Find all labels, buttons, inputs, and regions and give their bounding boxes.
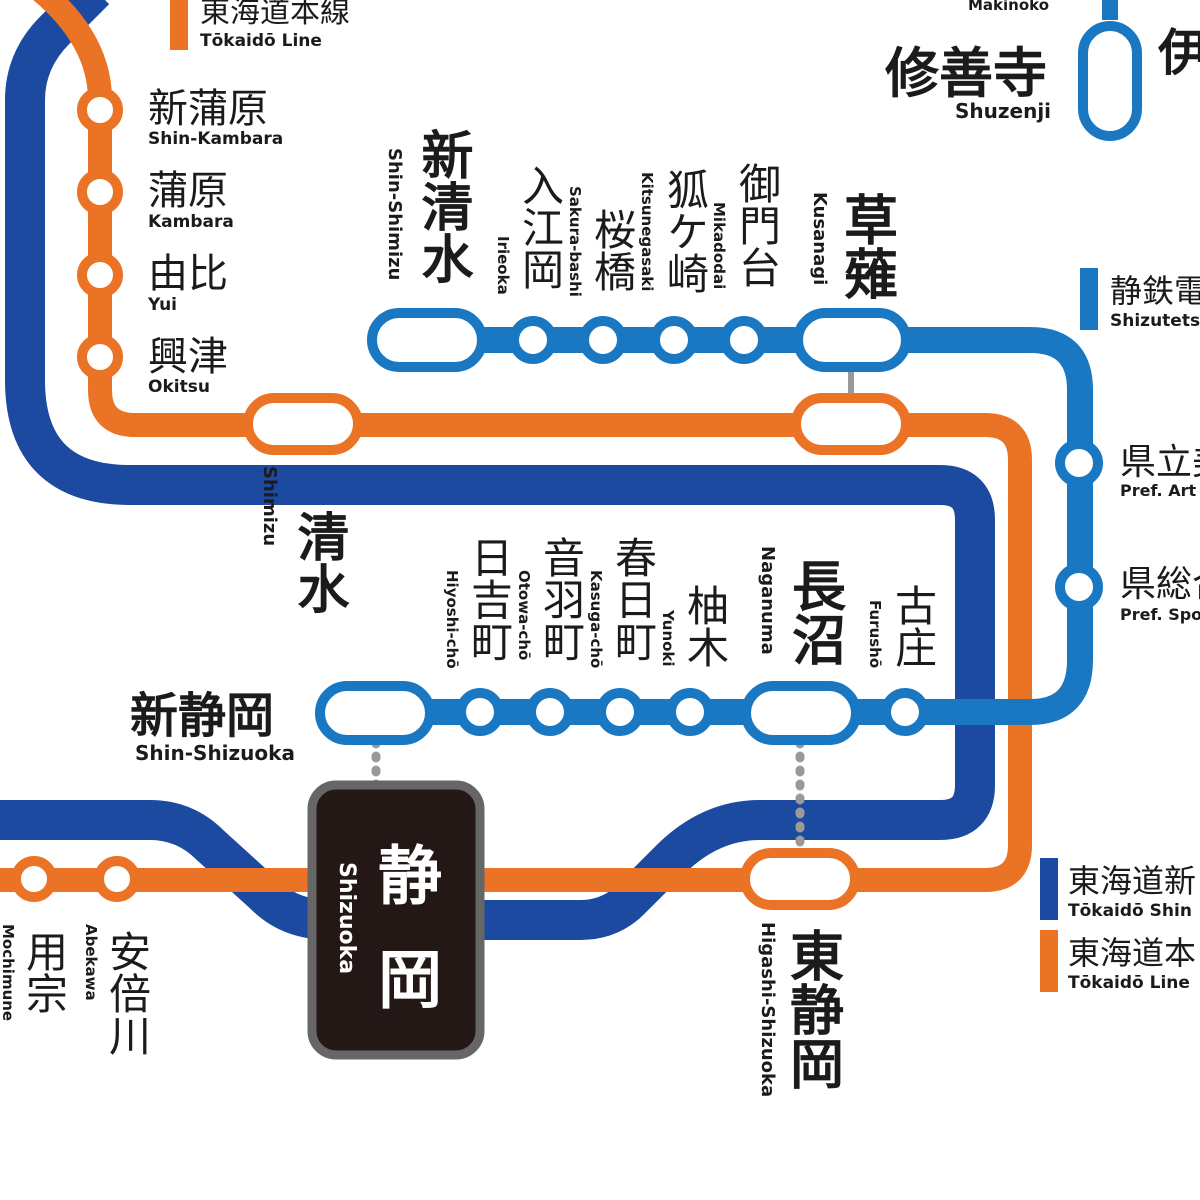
- shimizu-name-jp: 清水: [288, 510, 349, 614]
- shuzenji-name-jp: 修善寺: [885, 42, 1047, 105]
- okitsu-name-en: Okitsu: [148, 377, 210, 397]
- shizuoka-name-en: Shizuoka: [334, 862, 359, 974]
- legend-shinkansen-swatch: [1040, 858, 1058, 920]
- naganuma-name-en: Naganuma: [757, 546, 778, 655]
- station-marker-kusanagi-jr[interactable]: [791, 393, 911, 455]
- kusanagi-name-jp: 草薙: [835, 192, 898, 300]
- higashi-shizuoka-name-en: Higashi-Shizuoka: [757, 922, 778, 1097]
- otowa-cho-name-en: Otowa-chō: [515, 570, 533, 660]
- shuzenji-station-marker: [1078, 21, 1142, 141]
- okitsu-name-jp: 興津: [148, 334, 228, 380]
- pref-spo-name-en: Pref. Spo: [1120, 605, 1200, 624]
- legend-tokaido-en: Tōkaidō Line: [1068, 973, 1190, 993]
- legend-shinkansen-en: Tōkaidō Shin: [1068, 901, 1192, 921]
- abekawa-name-en: Abekawa: [82, 924, 100, 1001]
- sakura-bashi-name-en: Sakura-bashi: [566, 186, 584, 297]
- shin-kambara-name-jp: 新蒲原: [148, 86, 268, 132]
- station-marker-yunoki[interactable]: [666, 688, 714, 736]
- abekawa-name-jp: 安倍川: [103, 930, 152, 1056]
- yunoki-name-en: Yunoki: [659, 609, 677, 667]
- shin-shimizu-name-jp: 新清水: [412, 128, 473, 284]
- legend-tokaido-jp: 東海道本: [1068, 934, 1196, 972]
- yui-name-jp: 由比: [148, 251, 228, 297]
- shizuoka-hub-station[interactable]: [307, 780, 485, 1060]
- station-marker-shimizu[interactable]: [243, 393, 363, 455]
- station-marker-pref-spo[interactable]: [1055, 563, 1103, 611]
- shin-shimizu-name-en: Shin-Shimizu: [384, 148, 405, 280]
- tokaido-line-name-jp: 東海道本線: [200, 0, 350, 30]
- station-marker-kusanagi[interactable]: [793, 308, 911, 372]
- station-marker-furusho[interactable]: [881, 688, 929, 736]
- station-marker-mochimune[interactable]: [11, 856, 57, 902]
- otowa-cho-name-jp: 音羽町: [537, 536, 586, 662]
- sakura-bashi-name-jp: 桜橋: [588, 208, 637, 292]
- shin-kambara-name-en: Shin-Kambara: [148, 129, 283, 149]
- station-marker-hiyoshi-cho[interactable]: [456, 688, 504, 736]
- legend-tokaido-swatch: [1040, 930, 1058, 992]
- station-marker-mikadodai[interactable]: [720, 316, 768, 364]
- kambara-name-jp: 蒲原: [148, 168, 228, 214]
- station-marker-irieoka[interactable]: [509, 316, 557, 364]
- shin-shizuoka-name-jp: 新静岡: [130, 688, 274, 744]
- pref-art-name-jp: 県立美: [1120, 442, 1200, 483]
- tokaido-line: [0, 0, 1032, 892]
- kitsunegasaki-name-en: Kitsunegasaki: [638, 172, 656, 291]
- pref-spo-name-jp: 県総合: [1120, 564, 1200, 605]
- kitsunegasaki-name-jp: 狐ケ崎: [661, 168, 710, 294]
- station-marker-higashi-shizuoka[interactable]: [740, 848, 860, 910]
- kasuga-cho-name-en: Kasuga-chō: [587, 570, 605, 668]
- irieoka-name-jp: 入江岡: [516, 164, 565, 290]
- hiyoshi-cho-name-en: Hiyoshi-chō: [443, 570, 461, 669]
- tokaido-line-name-en: Tōkaidō Line: [200, 31, 322, 51]
- station-marker-pref-art[interactable]: [1055, 439, 1103, 487]
- pref-art-name-en: Pref. Art: [1120, 481, 1196, 500]
- yui-name-en: Yui: [147, 295, 177, 315]
- kambara-name-en: Kambara: [148, 212, 234, 232]
- mochimune-name-en: Mochimune: [0, 924, 17, 1021]
- station-marker-shin-shizuoka[interactable]: [315, 681, 435, 745]
- station-marker-shin-shimizu[interactable]: [367, 308, 487, 372]
- station-marker-okitsu[interactable]: [77, 334, 123, 380]
- station-marker-otowa-cho[interactable]: [526, 688, 574, 736]
- mikadodai-name-jp: 御門台: [733, 162, 782, 288]
- shizutetsu-line-name-en: Shizutets: [1110, 311, 1200, 331]
- makinoko-name-en: Makinoko: [968, 0, 1049, 14]
- mikadodai-name-en: Mikadodai: [710, 202, 728, 289]
- tokaido-line-swatch: [170, 0, 188, 50]
- shin-shizuoka-name-en: Shin-Shizuoka: [135, 741, 295, 765]
- shizutetsu-line: [360, 327, 1093, 725]
- legend-shinkansen-jp: 東海道新: [1068, 862, 1196, 900]
- mochimune-name-jp: 用宗: [20, 930, 69, 1014]
- station-marker-naganuma[interactable]: [741, 681, 861, 745]
- station-marker-kasuga-cho[interactable]: [596, 688, 644, 736]
- kusanagi-name-en: Kusanagi: [809, 192, 830, 285]
- higashi-shizuoka-name-jp: 東静岡: [781, 928, 844, 1090]
- naganuma-name-jp: 長沼: [783, 558, 846, 666]
- station-marker-abekawa[interactable]: [94, 856, 140, 902]
- izu-name-jp: 伊: [1157, 24, 1200, 82]
- shizutetsu-line-name-jp: 静鉄電: [1110, 272, 1200, 310]
- station-marker-yui[interactable]: [77, 252, 123, 298]
- kasuga-cho-name-jp: 春日町: [609, 536, 658, 662]
- hiyoshi-cho-name-jp: 日吉町: [465, 536, 514, 662]
- yunoki-name-jp: 柚木: [681, 584, 730, 668]
- station-marker-sakura-bashi[interactable]: [579, 316, 627, 364]
- station-marker-kitsunegasaki[interactable]: [650, 316, 698, 364]
- shizutetsu-line-swatch: [1080, 268, 1098, 330]
- shinkansen-line: [0, 0, 995, 940]
- shuzenji-name-en: Shuzenji: [955, 99, 1051, 123]
- station-marker-kambara[interactable]: [77, 169, 123, 215]
- irieoka-name-en: Irieoka: [494, 236, 512, 295]
- shizuoka-name-jp[interactable]: 静岡: [367, 842, 441, 1050]
- shimizu-name-en: Shimizu: [259, 466, 280, 546]
- station-marker-shin-kambara[interactable]: [77, 87, 123, 133]
- furusho-name-jp: 古庄: [889, 584, 938, 668]
- furusho-name-en: Furushō: [866, 600, 884, 668]
